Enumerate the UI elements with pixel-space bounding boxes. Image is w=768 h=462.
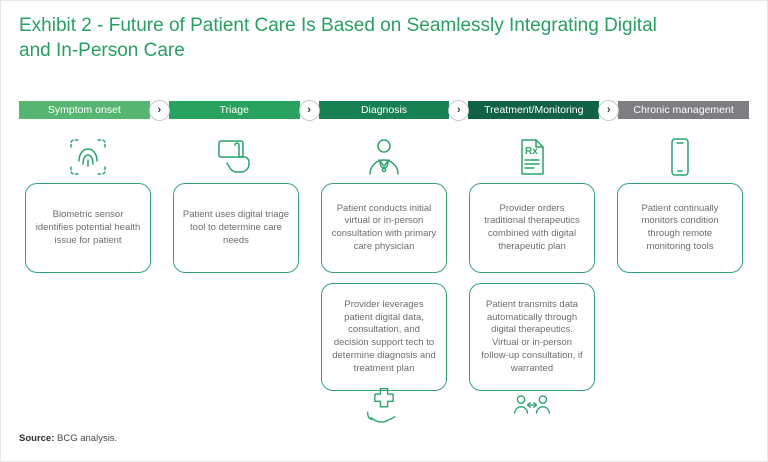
step-card: Biometric sensor identifies potential he… (24, 183, 152, 274)
people-exchange-icon (510, 385, 554, 425)
prescription-icon: Rx (510, 131, 554, 183)
chevron-right-icon: › (148, 99, 170, 121)
stage-treatment-monitoring: Treatment/Monitoring (468, 101, 600, 120)
medical-hand-icon (362, 385, 406, 425)
step-card: Provider orders traditional therapeutics… (468, 183, 596, 274)
step-column-chronic-management: Patient continually monitors condition t… (611, 131, 749, 425)
source-note: Source: BCG analysis. (19, 433, 117, 444)
stage-diagnosis: Diagnosis (318, 101, 450, 120)
stage-label: Symptom onset (47, 104, 121, 117)
step-card-secondary: Provider leverages patient digital data,… (320, 283, 448, 392)
step-column-symptom-onset: Biometric sensor identifies potential he… (19, 131, 157, 425)
chevron-right-icon: › (598, 99, 620, 121)
fingerprint-scan-icon (66, 131, 110, 183)
step-card: Patient continually monitors condition t… (616, 183, 744, 274)
step-card-text: Patient conducts initial virtual or in-p… (331, 202, 437, 252)
step-card-secondary: Patient transmits data automatically thr… (468, 283, 596, 392)
steps-grid: Biometric sensor identifies potential he… (19, 131, 749, 425)
step-card-text: Patient uses digital triage tool to dete… (182, 208, 290, 246)
stage-label: Triage (219, 104, 249, 117)
step-card-text: Patient continually monitors condition t… (641, 202, 719, 252)
svg-text:Rx: Rx (525, 146, 538, 157)
stage-label: Diagnosis (360, 104, 408, 117)
step-card-text: Biometric sensor identifies potential he… (35, 208, 141, 246)
source-text: BCG analysis. (54, 433, 118, 444)
step-column-treatment-monitoring: Rx Provider orders traditional therapeut… (463, 131, 601, 425)
stage-label: Treatment/Monitoring (484, 104, 584, 117)
step-column-diagnosis: Patient conducts initial virtual or in-p… (315, 131, 453, 425)
process-bar: Symptom onset › Triage › Diagnosis › Tre… (19, 99, 749, 121)
step-card: Patient uses digital triage tool to dete… (172, 183, 300, 274)
step-card-text: Patient transmits data automatically thr… (481, 298, 583, 374)
source-label: Source: (19, 433, 55, 444)
step-card-text: Provider leverages patient digital data,… (332, 298, 436, 374)
step-card-text: Provider orders traditional therapeutics… (484, 202, 580, 252)
step-column-triage: Patient uses digital triage tool to dete… (167, 131, 305, 425)
chevron-right-icon: › (448, 99, 470, 121)
hand-tap-icon (214, 131, 258, 183)
doctor-icon (362, 131, 406, 183)
tablet-icon (658, 131, 702, 183)
chevron-right-icon: › (298, 99, 320, 121)
exhibit-title: Exhibit 2 - Future of Patient Care Is Ba… (19, 15, 657, 62)
stage-chronic-management: Chronic management (618, 101, 749, 120)
stage-label: Chronic management (633, 104, 734, 117)
stage-symptom-onset: Symptom onset (19, 101, 150, 120)
step-card: Patient conducts initial virtual or in-p… (320, 183, 448, 274)
stage-triage: Triage (168, 101, 300, 120)
